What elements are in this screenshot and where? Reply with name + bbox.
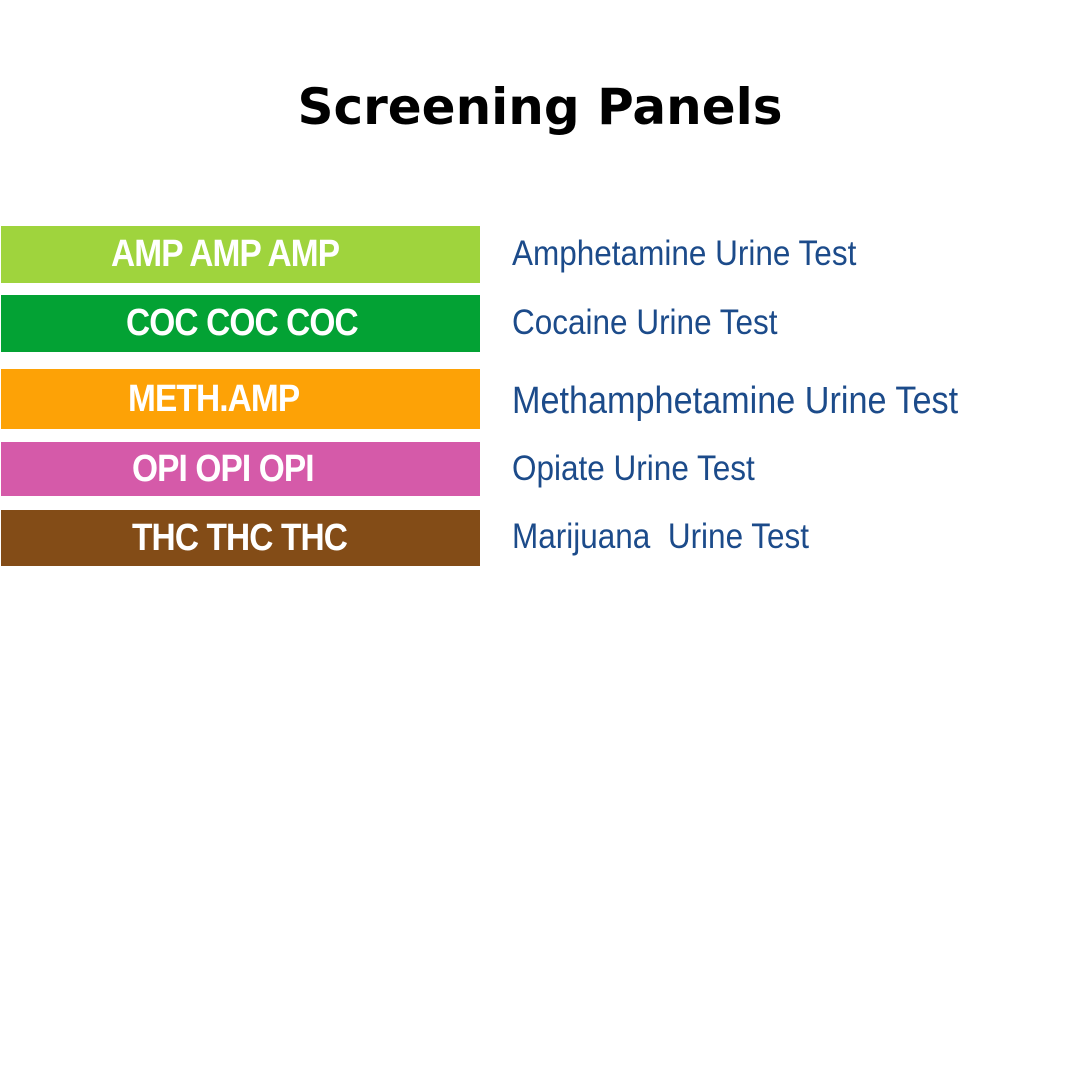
opi-panel-code: OPI OPI OPI	[132, 447, 315, 490]
thc-panel-bar: THC THC THC	[1, 510, 480, 566]
coc-panel-bar: COC COC COC	[1, 295, 480, 352]
opi-panel-bar: OPI OPI OPI	[1, 442, 480, 496]
page-title: Screening Panels	[297, 78, 783, 136]
amp-panel-code: AMP AMP AMP	[111, 233, 340, 275]
thc-panel-name: Marijuana Urine Test	[512, 517, 810, 556]
coc-panel-code: COC COC COC	[126, 302, 359, 344]
coc-panel-name: Cocaine Urine Test	[512, 303, 778, 342]
amp-panel-name: Amphetamine Urine Test	[512, 234, 857, 273]
opi-panel-name: Opiate Urine Test	[512, 449, 755, 488]
thc-panel-code: THC THC THC	[132, 516, 348, 559]
meth-panel-code: METH.AMP	[128, 377, 300, 420]
meth-panel-bar: METH.AMP	[1, 369, 480, 429]
meth-panel-name: Methamphetamine Urine Test	[512, 380, 959, 422]
amp-panel-bar: AMP AMP AMP	[1, 226, 480, 283]
